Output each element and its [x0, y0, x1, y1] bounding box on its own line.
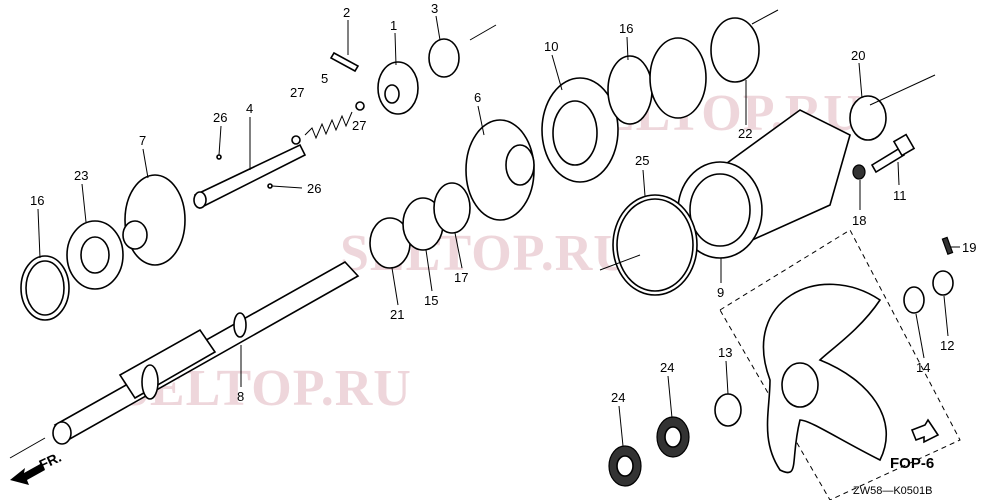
- distance-collar: [714, 393, 742, 427]
- callout: 21: [390, 307, 404, 322]
- callout: 9: [717, 285, 724, 300]
- o-ring: [607, 55, 653, 125]
- callout: 27: [290, 85, 304, 100]
- reverse-gear: [124, 174, 186, 266]
- front-label: FR.: [37, 449, 64, 473]
- drawing-code: ZW58—K0501B: [853, 485, 932, 497]
- pin: [329, 51, 360, 73]
- callout: 3: [431, 1, 438, 16]
- callout: 26: [213, 110, 227, 125]
- roller-bearing: [710, 17, 760, 83]
- callout: 16: [30, 193, 44, 208]
- shim: [433, 182, 471, 234]
- callout: 7: [139, 133, 146, 148]
- callout: 4: [246, 101, 253, 116]
- callout: 8: [237, 389, 244, 404]
- spring: [304, 111, 353, 140]
- callout: 6: [474, 90, 481, 105]
- washer: [903, 286, 925, 314]
- callout: 23: [74, 168, 88, 183]
- callout: 19: [962, 240, 976, 255]
- propeller-shaft: [52, 260, 360, 445]
- callout: 26: [307, 181, 321, 196]
- castle-nut: [932, 270, 954, 296]
- callout: 17: [454, 270, 468, 285]
- needle-bearing: [428, 38, 460, 78]
- sleeve: [649, 37, 707, 119]
- front-direction-arrow: FR.: [9, 437, 64, 485]
- callout: 25: [635, 153, 649, 168]
- callout: 12: [940, 338, 954, 353]
- callout: 15: [424, 293, 438, 308]
- washer: [852, 164, 866, 180]
- callout: 11: [893, 188, 907, 203]
- reference-arrow-icon: [910, 418, 940, 444]
- callout: 14: [916, 360, 930, 375]
- callout-labels: 2 1 3 10 16 20 6 5 27 27 26 4 7 23 16 26…: [30, 1, 976, 405]
- callout: 24: [611, 390, 625, 405]
- callout: 1: [390, 18, 397, 33]
- callout: 22: [738, 126, 752, 141]
- leader-lines: [37, 15, 960, 447]
- callout: 2: [343, 5, 350, 20]
- callout: 27: [352, 118, 366, 133]
- callout: 24: [660, 360, 674, 375]
- callout: 10: [544, 39, 558, 54]
- needle-bearing: [849, 95, 887, 141]
- callout: 18: [852, 213, 866, 228]
- propeller: [762, 283, 888, 474]
- reference-page-label: FOP-6: [890, 455, 934, 472]
- callout: 13: [718, 345, 732, 360]
- cotter-pin: [941, 236, 954, 255]
- callout: 5: [321, 71, 328, 86]
- callout: 16: [619, 21, 633, 36]
- callout: 20: [851, 48, 865, 63]
